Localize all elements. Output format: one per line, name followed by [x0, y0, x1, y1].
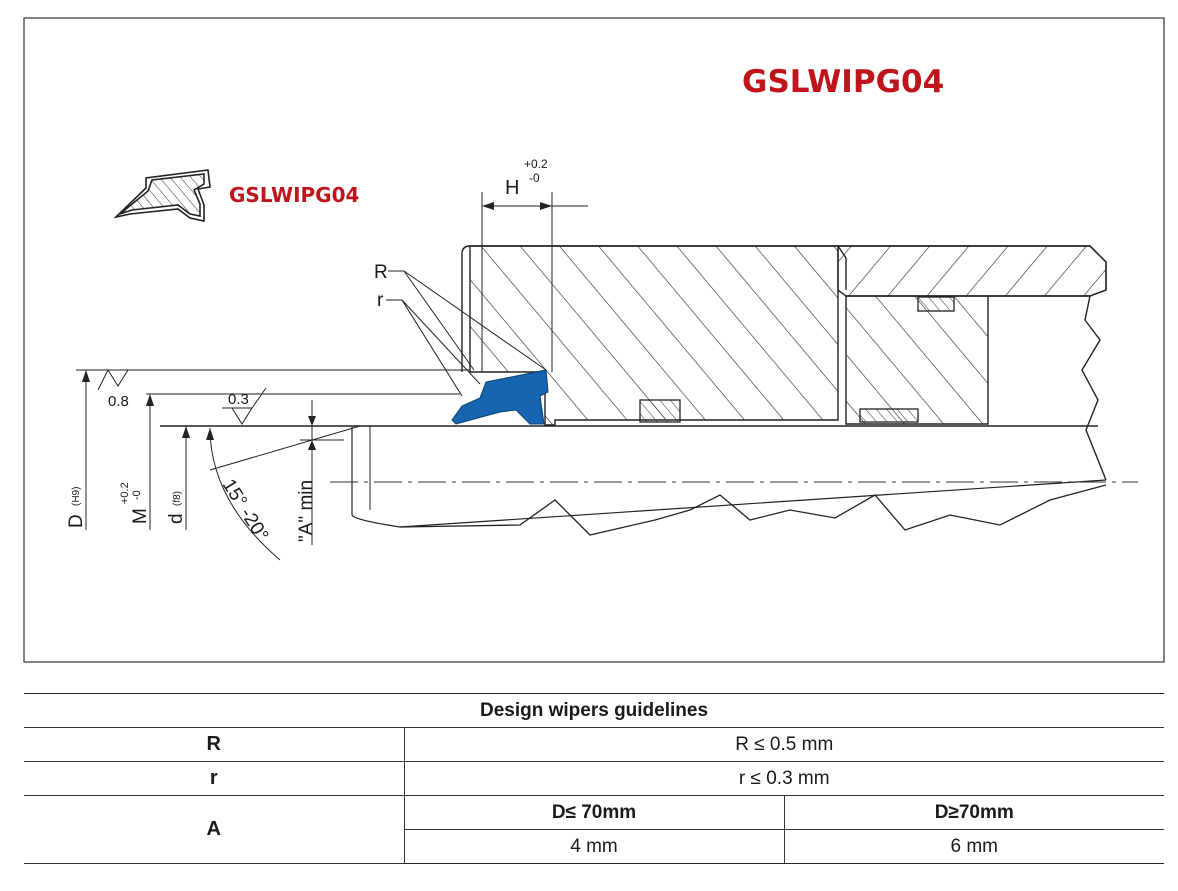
- dim-A-min: "A" min: [296, 480, 317, 542]
- technical-drawing: GSLWIPG04 GSLWIPG04 H +0.2 -0 R r: [23, 17, 1165, 663]
- dim-D: D: [66, 514, 87, 528]
- drawing-frame: [23, 17, 1165, 663]
- table-row: 4 mm 6 mm: [24, 829, 1164, 864]
- row-value-R: R ≤ 0.5 mm: [404, 727, 1164, 762]
- row-value-r: r ≤ 0.3 mm: [404, 761, 1164, 796]
- row-key-r: r: [24, 761, 405, 796]
- wiper-seal: [451, 369, 549, 425]
- label-r: r: [377, 290, 384, 311]
- row-key-A: A: [24, 795, 405, 864]
- profile-sketch: [113, 169, 211, 222]
- housing-right-block: [837, 245, 1107, 297]
- dim-H-tol-lower: -0: [529, 171, 540, 185]
- dim-d-fit: (f8): [172, 491, 183, 506]
- rod-break-line: [399, 484, 1107, 536]
- roughness-0-8: 0.8: [108, 393, 129, 410]
- dim-H: H: [505, 177, 519, 199]
- table-row: r r ≤ 0.3 mm: [24, 761, 1164, 796]
- a-header-small: D≤ 70mm: [404, 795, 785, 830]
- groove-1: [639, 399, 681, 423]
- drawing-title: GSLWIPG04: [742, 64, 944, 100]
- roughness-0-3: 0.3: [228, 391, 249, 408]
- a-header-large: D≥70mm: [784, 795, 1164, 830]
- profile-label: GSLWIPG04: [229, 183, 359, 207]
- housing-body: [469, 245, 839, 426]
- dim-M: M: [130, 508, 151, 524]
- dim-H-tol-upper: +0.2: [524, 157, 548, 171]
- row-key-R: R: [24, 727, 405, 762]
- dim-angle: 15° -20°: [218, 476, 272, 546]
- housing-right-wall: [988, 295, 1107, 481]
- table-title: Design wipers guidelines: [24, 693, 1164, 728]
- table-row: A D≤ 70mm D≥70mm: [24, 795, 1164, 864]
- housing-inner-block: [845, 295, 989, 425]
- dim-M-tol-lower: -0: [131, 490, 143, 500]
- table-row: R R ≤ 0.5 mm: [24, 727, 1164, 762]
- label-R: R: [374, 262, 388, 283]
- guidelines-table: Design wipers guidelines R R ≤ 0.5 mm r …: [24, 693, 1164, 864]
- a-value-large: 6 mm: [784, 829, 1164, 864]
- dim-D-fit: (H9): [71, 487, 82, 506]
- dim-d: d: [166, 513, 187, 524]
- table-header-row: Design wipers guidelines: [24, 693, 1164, 728]
- groove-2: [859, 408, 919, 423]
- groove-3: [917, 296, 955, 312]
- dim-M-tol-upper: +0.2: [119, 482, 131, 504]
- a-value-small: 4 mm: [404, 829, 785, 864]
